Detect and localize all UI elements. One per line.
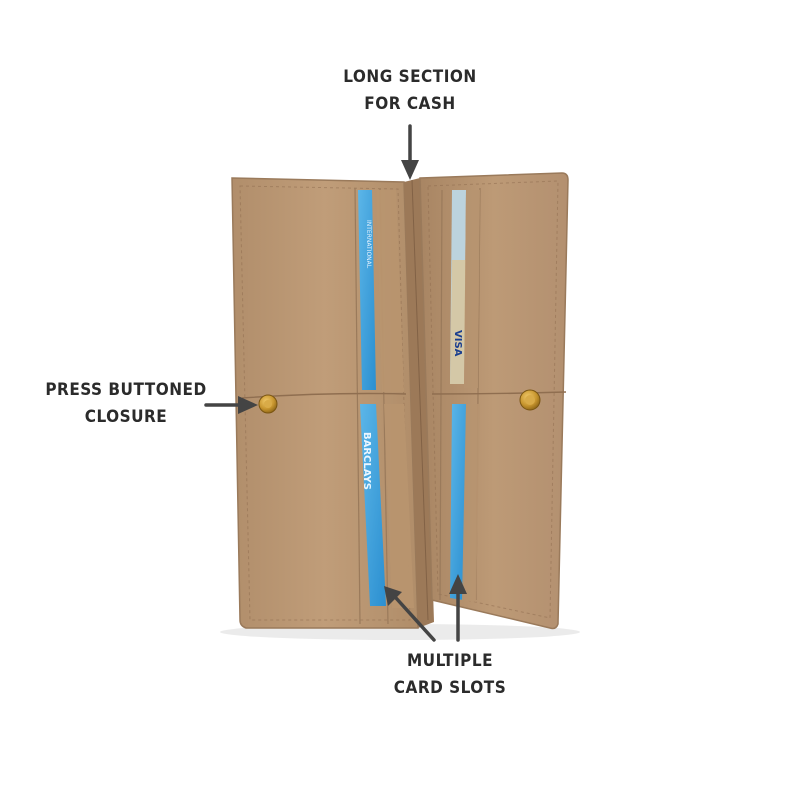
- right-fold-line: [431, 391, 567, 395]
- right-upper-pocket: [464, 190, 480, 388]
- callout-line: PRESS BUTTONED: [45, 380, 207, 400]
- callout-line: MULTIPLE: [406, 651, 494, 671]
- visa-card-text: VISA: [452, 330, 463, 357]
- left-upper-card: INTERNATIONAL: [358, 190, 376, 390]
- callout-line: LONG SECTION: [343, 67, 477, 87]
- svg-text:INTERNATIONAL: INTERNATIONAL: [365, 220, 372, 269]
- arrow-icon: [204, 396, 258, 414]
- right-lower-card: [450, 404, 466, 600]
- arrow-icon: [401, 124, 419, 180]
- left-upper-pocket: [376, 190, 404, 392]
- wallet-right-panel: [419, 172, 569, 630]
- left-lower-card: BARCLAYS: [360, 404, 386, 606]
- cash-section-gusset: [404, 178, 434, 628]
- arrow-icon: [384, 586, 436, 642]
- callout-long-section-for-cash: LONG SECTION FOR CASH: [300, 64, 520, 118]
- callout-line: CARD SLOTS: [393, 678, 507, 698]
- snap-button-icon: [258, 394, 278, 414]
- callout-line: CLOSURE: [84, 407, 168, 427]
- callout-multiple-card-slots: MULTIPLE CARD SLOTS: [350, 648, 550, 702]
- callout-press-buttoned-closure: PRESS BUTTONED CLOSURE: [36, 377, 216, 431]
- left-lower-pocket: [384, 404, 414, 608]
- arrow-icon: [449, 574, 467, 642]
- snap-button-icon: [519, 389, 541, 411]
- callout-line: FOR CASH: [364, 94, 456, 114]
- right-lower-pocket: [462, 404, 480, 602]
- barclays-card-text: BARCLAYS: [361, 432, 372, 490]
- right-upper-card: VISA: [450, 190, 466, 384]
